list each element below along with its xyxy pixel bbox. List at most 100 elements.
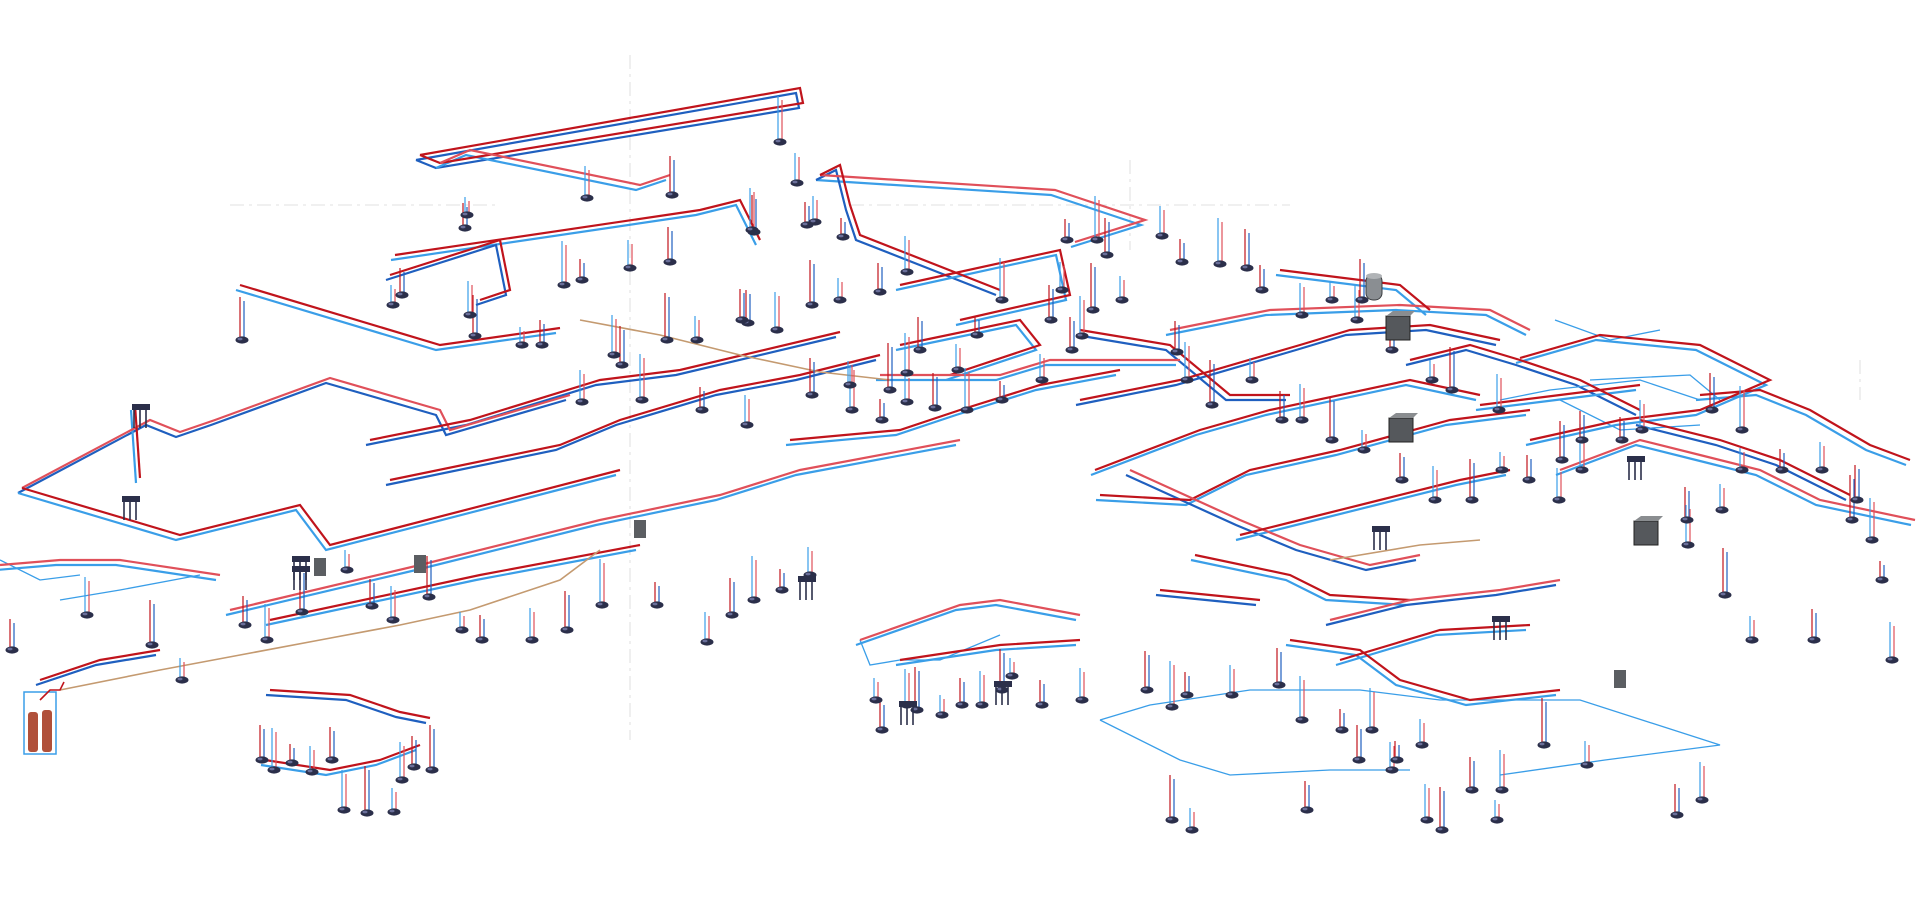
fixture-rim bbox=[1327, 437, 1333, 441]
fixture-rim bbox=[1187, 827, 1193, 831]
fixture-rim bbox=[1247, 377, 1253, 381]
sanitary-fixture-icon bbox=[607, 351, 621, 359]
fixture-bowl bbox=[695, 406, 709, 414]
hot-water-pipe bbox=[1129, 468, 1421, 567]
sanitary-fixture-icon bbox=[535, 341, 549, 349]
sanitary-fixture-icon bbox=[650, 601, 664, 609]
sanitary-fixture-icon bbox=[580, 194, 594, 202]
fixture-rim bbox=[1422, 817, 1428, 821]
fixture-bowl bbox=[340, 566, 354, 574]
fixture-rim bbox=[1717, 507, 1723, 511]
hot-water-pipe bbox=[1169, 303, 1531, 332]
fixture-rim bbox=[1852, 497, 1858, 501]
sanitary-fixture-icon bbox=[365, 602, 379, 610]
hot-water-pipe bbox=[394, 198, 761, 257]
fixture-bowl bbox=[1357, 446, 1371, 454]
fixture-rim bbox=[297, 609, 303, 613]
sanitary-fixture-icon bbox=[1680, 516, 1694, 524]
fixture-bowl bbox=[1165, 703, 1179, 711]
fixture-rim bbox=[617, 362, 623, 366]
fixture-rim bbox=[875, 289, 881, 293]
pump-unit-body bbox=[1388, 417, 1414, 443]
fixture-bowl bbox=[1775, 466, 1789, 474]
sanitary-fixture-icon bbox=[740, 421, 754, 429]
fixture-bowl bbox=[463, 311, 477, 319]
cold-water-pipe bbox=[1190, 558, 1407, 607]
sanitary-fixture-icon bbox=[1180, 691, 1194, 699]
fixture-rim bbox=[527, 637, 533, 641]
fixture-bowl bbox=[1325, 436, 1339, 444]
fixture-bowl bbox=[1490, 816, 1504, 824]
sanitary-fixture-icon bbox=[1272, 681, 1286, 689]
fixture-rim bbox=[237, 337, 243, 341]
fixture-rim bbox=[1167, 704, 1173, 708]
fixture-rim bbox=[1887, 657, 1893, 661]
fixture-rim bbox=[1682, 517, 1688, 521]
fixture-bowl bbox=[951, 366, 965, 374]
fixture-bowl bbox=[1213, 260, 1227, 268]
fixture-rim bbox=[1142, 687, 1148, 691]
fixture-bowl bbox=[1575, 466, 1589, 474]
fixture-rim bbox=[1877, 577, 1883, 581]
sanitary-fixture-icon bbox=[1495, 786, 1509, 794]
fixture-bowl bbox=[1390, 756, 1404, 764]
sanitary-fixture-icon bbox=[883, 386, 897, 394]
fixture-rim bbox=[662, 337, 668, 341]
sanitary-fixture-icon bbox=[928, 404, 942, 412]
cold-water-pipe bbox=[1155, 593, 1257, 607]
hot-water-pipe bbox=[789, 368, 1121, 442]
fixture-rim bbox=[1582, 762, 1588, 766]
hot-water-pipe bbox=[880, 358, 1180, 377]
hot-water-pipe bbox=[859, 598, 1081, 642]
fixture-bowl bbox=[805, 301, 819, 309]
fixture-bowl bbox=[1415, 741, 1429, 749]
sanitary-fixture-icon bbox=[1575, 466, 1589, 474]
fixture-rim bbox=[1524, 477, 1530, 481]
fixture-bowl bbox=[690, 336, 704, 344]
sanitary-fixture-icon bbox=[805, 391, 819, 399]
sanitary-fixture-icon bbox=[1295, 716, 1309, 724]
fixture-bowl bbox=[295, 608, 309, 616]
sanitary-fixture-icon bbox=[1850, 496, 1864, 504]
sanitary-fixture-icon bbox=[833, 296, 847, 304]
fixture-rim bbox=[1817, 467, 1823, 471]
sanitary-fixture-icon bbox=[900, 268, 914, 276]
sanitary-fixture-icon bbox=[1575, 436, 1589, 444]
sanitary-fixture-icon bbox=[1165, 703, 1179, 711]
sanitary-fixture-icon bbox=[665, 191, 679, 199]
fixture-bowl bbox=[557, 281, 571, 289]
fixture-rim bbox=[389, 809, 395, 813]
fixture-bowl bbox=[875, 726, 889, 734]
sanitary-fixture-icon bbox=[1100, 251, 1114, 259]
fixture-rim bbox=[1352, 317, 1358, 321]
fixture-rim bbox=[1809, 637, 1815, 641]
fixture-bowl bbox=[1205, 401, 1219, 409]
sanitary-fixture-icon bbox=[747, 596, 761, 604]
fixture-bench bbox=[899, 701, 917, 707]
fixture-bowl bbox=[1255, 286, 1269, 294]
fixture-bowl bbox=[845, 406, 859, 414]
fixture-bowl bbox=[1275, 416, 1289, 424]
fixture-rim bbox=[537, 342, 543, 346]
fixture-bowl bbox=[1492, 406, 1506, 414]
fixture-bowl bbox=[5, 646, 19, 654]
sanitary-fixture-icon bbox=[1495, 466, 1509, 474]
sanitary-fixture-icon bbox=[1295, 311, 1309, 319]
fixture-rim bbox=[1357, 297, 1363, 301]
fixture-rim bbox=[702, 639, 708, 643]
hot-water-pipe bbox=[899, 638, 1081, 662]
fixture-bowl bbox=[1435, 826, 1449, 834]
fixture-rim bbox=[749, 597, 755, 601]
sanitary-fixture-icon bbox=[1275, 416, 1289, 424]
sanitary-fixture-icon bbox=[1357, 446, 1371, 454]
fixture-rim bbox=[877, 417, 883, 421]
cold-water-pipe bbox=[0, 559, 81, 581]
sanitary-fixture-icon bbox=[560, 626, 574, 634]
fixture-rim bbox=[847, 407, 853, 411]
storage-tank-icon bbox=[1365, 273, 1383, 301]
fixture-bowl bbox=[1300, 806, 1314, 814]
pump-unit-body bbox=[1385, 315, 1411, 341]
sanitary-fixture-icon bbox=[175, 676, 189, 684]
sanitary-fixture-icon bbox=[873, 288, 887, 296]
fixture-rim bbox=[1227, 692, 1233, 696]
